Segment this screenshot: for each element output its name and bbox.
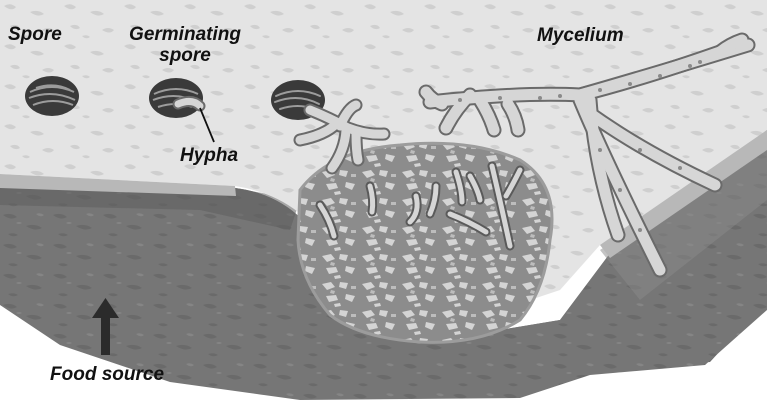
label-germinating-spore: Germinating spore xyxy=(129,24,241,66)
label-spore: Spore xyxy=(8,24,62,45)
spore-shape xyxy=(25,76,79,116)
label-hypha: Hypha xyxy=(180,145,238,166)
label-mycelium: Mycelium xyxy=(537,25,624,46)
label-food-source: Food source xyxy=(50,364,164,385)
